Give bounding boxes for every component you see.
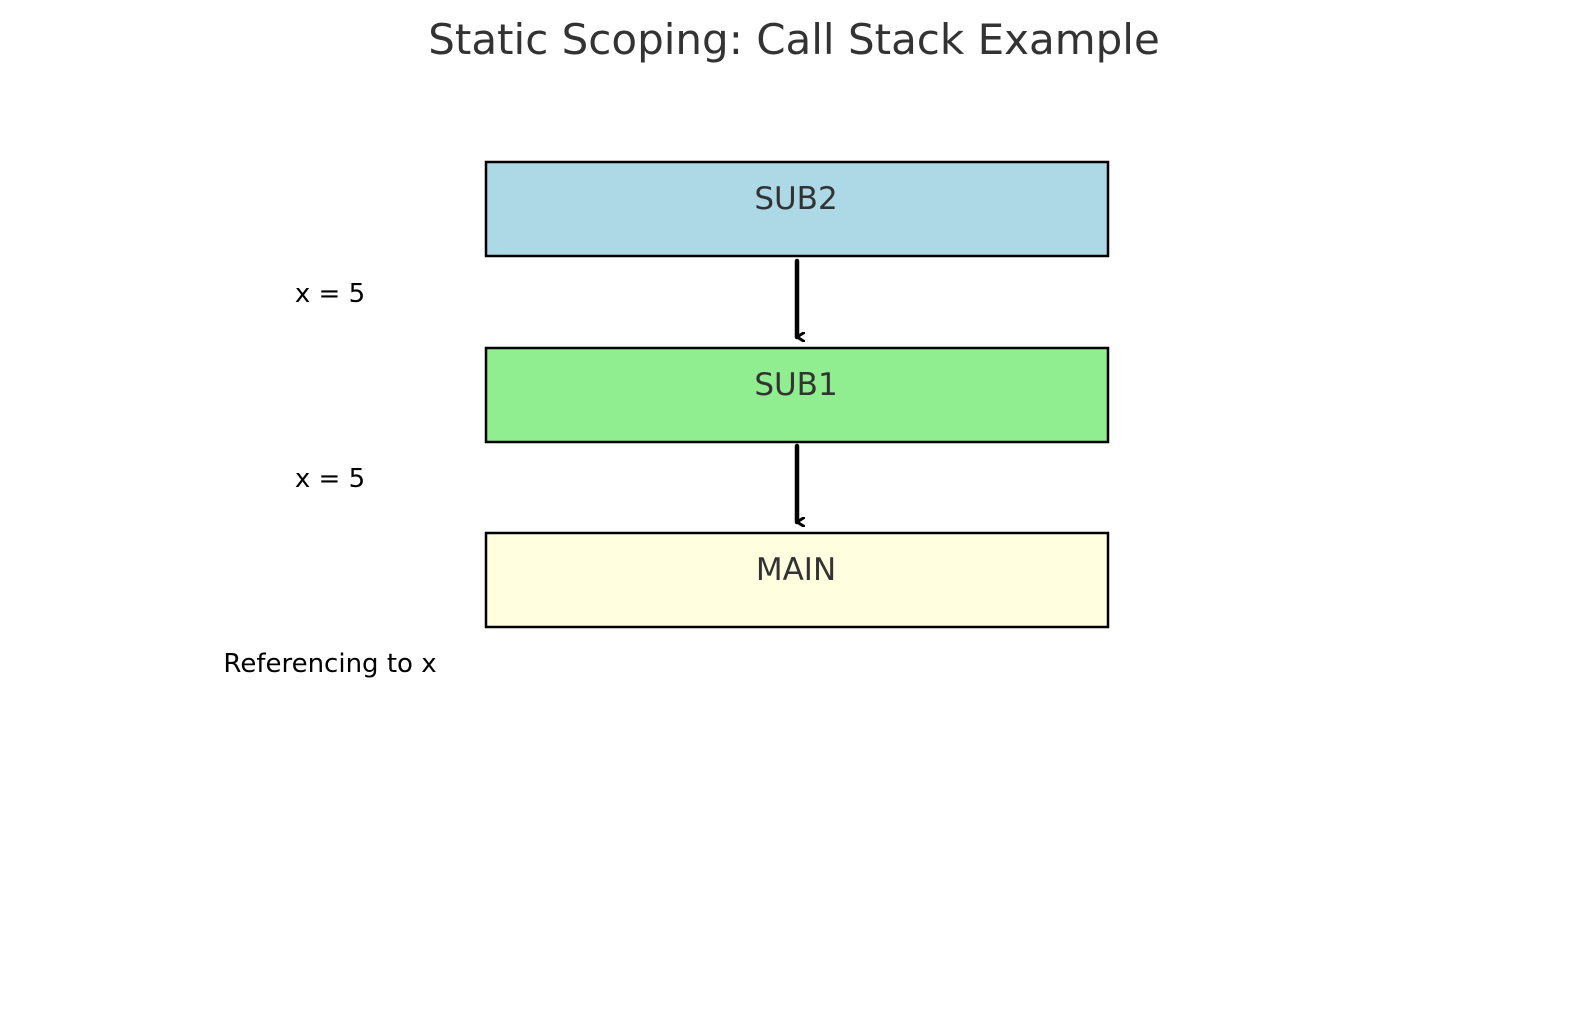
stack-frame-main-label: MAIN [756, 552, 836, 588]
stack-frame-sub1 [484, 346, 1110, 444]
stack-frame-main [484, 531, 1110, 629]
stack-frame-sub2-label: SUB2 [754, 181, 837, 217]
side-note-main: Referencing to x [223, 649, 436, 679]
side-note-sub2: x = 5 [295, 279, 365, 309]
stack-frame-sub1-label: SUB1 [754, 367, 837, 403]
stack-frame-sub2 [484, 160, 1110, 258]
diagram-title: Static Scoping: Call Stack Example [428, 15, 1160, 64]
side-note-sub1: x = 5 [295, 464, 365, 494]
